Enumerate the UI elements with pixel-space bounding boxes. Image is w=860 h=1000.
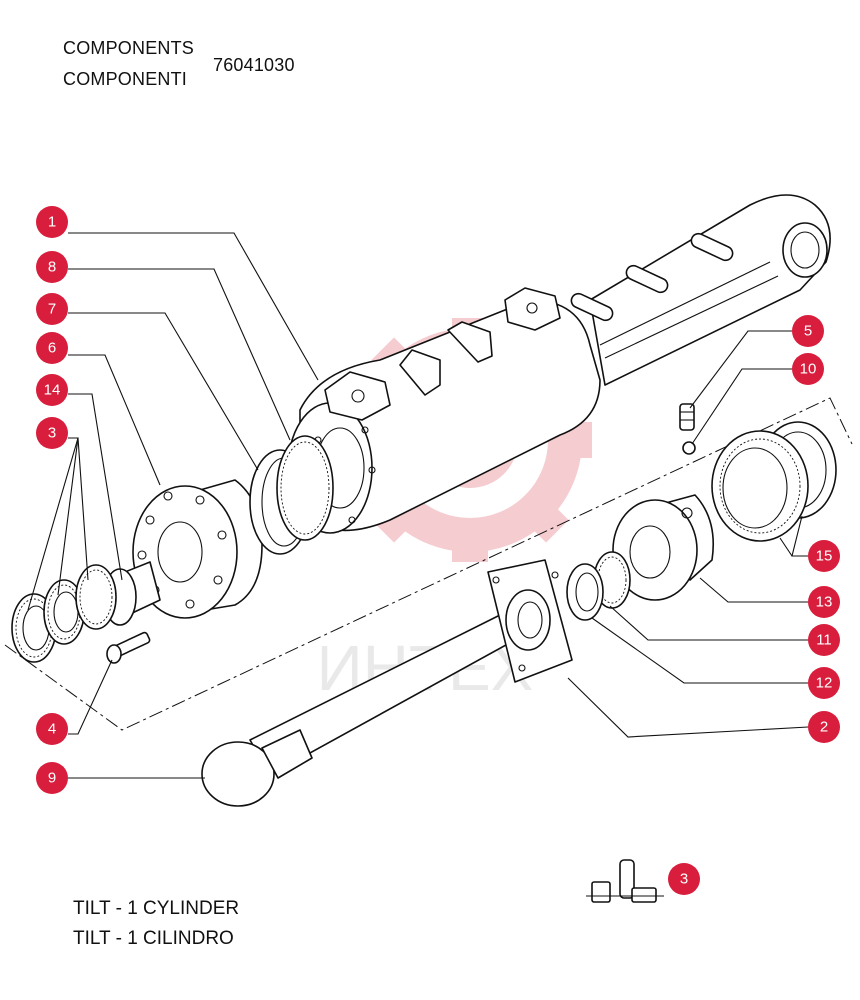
leader-lines (27, 232, 809, 779)
callout-13: 13 (808, 586, 840, 618)
screw (106, 631, 151, 664)
piston (566, 494, 715, 621)
callout-14: 14 (36, 374, 68, 406)
svg-text:9: 9 (48, 770, 56, 787)
part-code: 76041030 (213, 55, 295, 75)
svg-text:1: 1 (48, 214, 56, 231)
callout-8: 8 (36, 251, 68, 283)
svg-text:14: 14 (44, 382, 61, 399)
svg-text:4: 4 (48, 721, 56, 738)
grease-nipple (679, 403, 696, 455)
callout-15: 15 (808, 540, 840, 572)
svg-text:5: 5 (804, 323, 812, 340)
callout-2: 2 (808, 711, 840, 743)
callout-5: 5 (792, 315, 824, 347)
svg-text:15: 15 (816, 548, 833, 565)
callout-4: 4 (36, 713, 68, 745)
callout-11: 11 (808, 624, 840, 656)
svg-text:6: 6 (48, 340, 56, 357)
svg-text:3: 3 (48, 425, 56, 442)
svg-text:8: 8 (48, 259, 56, 276)
footer-caption-it: TILT - 1 CILINDRO (73, 928, 234, 949)
piston-seal-kit (711, 421, 837, 542)
callout-10: 10 (792, 353, 824, 385)
svg-text:10: 10 (800, 361, 817, 378)
svg-text:3: 3 (680, 871, 688, 888)
callout-3: 3 (36, 417, 68, 449)
assembly-axis (4, 397, 853, 731)
callout-9: 9 (36, 762, 68, 794)
guide-bushing (103, 561, 161, 626)
cylinder-head (132, 479, 263, 619)
svg-text:13: 13 (816, 594, 833, 611)
rod-flange (487, 559, 573, 683)
head-rings (249, 435, 334, 555)
seal-kit-icon (586, 859, 664, 903)
callout-3-kit: 3 (668, 863, 700, 895)
svg-text:2: 2 (820, 719, 828, 736)
svg-text:7: 7 (48, 301, 56, 318)
callout-6: 6 (36, 332, 68, 364)
callout-1: 1 (36, 206, 68, 238)
header-components: COMPONENTS (63, 38, 195, 58)
callout-7: 7 (36, 293, 68, 325)
footer-caption-en: TILT - 1 CYLINDER (73, 898, 240, 919)
svg-text:12: 12 (816, 675, 833, 692)
callout-12: 12 (808, 667, 840, 699)
cylinder-barrel (287, 194, 831, 534)
header-componenti: COMPONENTI (63, 69, 188, 89)
svg-text:11: 11 (816, 632, 832, 649)
seal-rings (11, 564, 117, 663)
